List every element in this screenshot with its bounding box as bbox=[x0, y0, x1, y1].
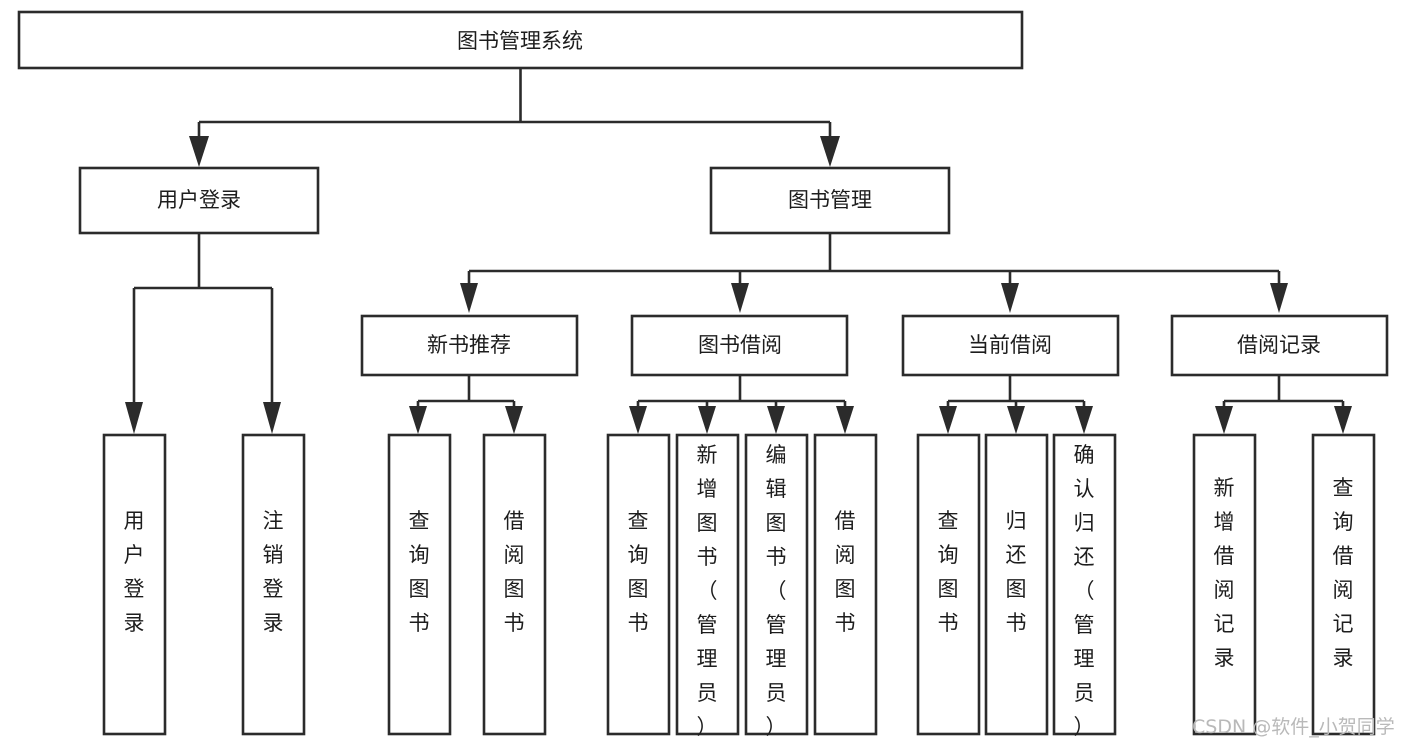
node-root-box[interactable] bbox=[17, 10, 1024, 70]
node-current-borrow[interactable]: 当前借阅 bbox=[901, 314, 1120, 377]
node-leaf-query-book-3-label: 查询图书 bbox=[938, 509, 959, 635]
node-root-label: 图书管理系统 bbox=[457, 29, 583, 53]
node-leaf-confirm-return[interactable]: 确认归还（管理员） bbox=[1052, 433, 1117, 739]
node-leaf-query-book-2-box[interactable] bbox=[606, 433, 671, 736]
node-user-login[interactable]: 用户登录 bbox=[78, 166, 320, 235]
arrow-head-leaf-query-book-2 bbox=[629, 406, 647, 434]
node-leaf-return-book[interactable]: 归还图书 bbox=[984, 433, 1049, 736]
node-book-management-label: 图书管理 bbox=[788, 188, 872, 212]
node-leaf-user-login-box[interactable] bbox=[102, 433, 167, 736]
node-leaf-query-book-2-label: 查询图书 bbox=[628, 509, 649, 635]
node-leaf-add-record-box[interactable] bbox=[1192, 433, 1257, 736]
arrow-head-new-book-recommend bbox=[460, 283, 478, 313]
arrow-head-leaf-borrow-book-2 bbox=[836, 406, 854, 434]
node-new-book-recommend[interactable]: 新书推荐 bbox=[360, 314, 579, 377]
arrow-head-leaf-query-book-1 bbox=[409, 406, 427, 434]
node-leaf-query-record[interactable]: 查询借阅记录 bbox=[1311, 433, 1376, 736]
node-leaf-query-record-label: 查询借阅记录 bbox=[1333, 476, 1354, 670]
node-leaf-borrow-book-1[interactable]: 借阅图书 bbox=[482, 433, 547, 736]
node-root[interactable]: 图书管理系统 bbox=[17, 10, 1024, 70]
node-leaf-query-book-1[interactable]: 查询图书 bbox=[387, 433, 452, 736]
arrow-head-borrow-record bbox=[1270, 283, 1288, 313]
node-borrow-record-box[interactable] bbox=[1170, 314, 1389, 377]
arrow-head-leaf-add-record bbox=[1215, 406, 1233, 434]
node-leaf-query-book-3[interactable]: 查询图书 bbox=[916, 433, 981, 736]
arrow-head-book-borrow bbox=[731, 283, 749, 313]
node-leaf-borrow-book-1-label: 借阅图书 bbox=[504, 509, 525, 635]
arrow-head-userlogin bbox=[189, 136, 209, 167]
node-leaf-edit-book-box[interactable] bbox=[744, 433, 809, 736]
node-leaf-borrow-book-2-label: 借阅图书 bbox=[835, 509, 856, 635]
watermark-label: CSDN @软件_小贺同学 bbox=[1192, 716, 1395, 738]
node-leaf-query-book-1-label: 查询图书 bbox=[409, 509, 430, 635]
node-leaf-add-book[interactable]: 新增图书（管理员） bbox=[675, 433, 740, 739]
node-leaf-logout-login[interactable]: 注销登录 bbox=[241, 433, 306, 736]
node-leaf-query-record-box[interactable] bbox=[1311, 433, 1376, 736]
node-leaf-add-record[interactable]: 新增借阅记录 bbox=[1192, 433, 1257, 736]
node-leaf-logout-login-label: 注销登录 bbox=[263, 509, 284, 635]
node-leaf-add-book-box[interactable] bbox=[675, 433, 740, 736]
node-new-book-recommend-label: 新书推荐 bbox=[427, 333, 511, 357]
node-new-book-recommend-box[interactable] bbox=[360, 314, 579, 377]
node-book-borrow-label: 图书借阅 bbox=[698, 333, 782, 357]
arrow-head-leaf-query-book-3 bbox=[939, 406, 957, 434]
node-leaf-query-book-3-box[interactable] bbox=[916, 433, 981, 736]
arrow-head-leaf-edit-book bbox=[767, 406, 785, 434]
node-leaf-query-book-2[interactable]: 查询图书 bbox=[606, 433, 671, 736]
node-leaf-return-book-label: 归还图书 bbox=[1006, 509, 1027, 635]
node-borrow-record[interactable]: 借阅记录 bbox=[1170, 314, 1389, 377]
node-book-management[interactable]: 图书管理 bbox=[709, 166, 951, 235]
node-book-borrow[interactable]: 图书借阅 bbox=[630, 314, 849, 377]
node-leaf-user-login[interactable]: 用户登录 bbox=[102, 433, 167, 736]
node-leaf-return-book-box[interactable] bbox=[984, 433, 1049, 736]
node-leaf-logout-login-box[interactable] bbox=[241, 433, 306, 736]
node-leaf-query-book-1-box[interactable] bbox=[387, 433, 452, 736]
arrow-head-leaf-return-book bbox=[1007, 406, 1025, 434]
node-leaf-confirm-return-label: 确认归还（管理员） bbox=[1074, 443, 1095, 739]
node-leaf-edit-book[interactable]: 编辑图书（管理员） bbox=[744, 433, 809, 739]
arrow-head-leaf-borrow-book-1 bbox=[505, 406, 523, 434]
node-borrow-record-label: 借阅记录 bbox=[1237, 333, 1321, 357]
node-leaf-confirm-return-box[interactable] bbox=[1052, 433, 1117, 736]
node-leaf-user-login-label: 用户登录 bbox=[124, 509, 145, 635]
arrow-head-leaf-logout-login bbox=[263, 402, 281, 434]
node-leaf-add-record-label: 新增借阅记录 bbox=[1214, 476, 1235, 670]
node-leaf-add-book-label: 新增图书（管理员） bbox=[697, 443, 718, 739]
node-leaf-borrow-book-2[interactable]: 借阅图书 bbox=[813, 433, 878, 736]
node-user-login-box[interactable] bbox=[78, 166, 320, 235]
node-leaf-edit-book-label: 编辑图书（管理员） bbox=[766, 443, 787, 739]
node-book-management-box[interactable] bbox=[709, 166, 951, 235]
arrow-head-bookmgmt bbox=[820, 136, 840, 167]
node-user-login-label: 用户登录 bbox=[157, 188, 241, 212]
arrow-head-leaf-add-book bbox=[698, 406, 716, 434]
arrow-head-leaf-confirm-return bbox=[1075, 406, 1093, 434]
arrow-head-leaf-query-record bbox=[1334, 406, 1352, 434]
connector-group bbox=[125, 68, 1352, 434]
node-current-borrow-box[interactable] bbox=[901, 314, 1120, 377]
arrow-head-current-borrow bbox=[1001, 283, 1019, 313]
node-current-borrow-label: 当前借阅 bbox=[968, 333, 1052, 357]
node-leaf-borrow-book-2-box[interactable] bbox=[813, 433, 878, 736]
arrow-head-leaf-user-login bbox=[125, 402, 143, 434]
node-leaf-borrow-book-1-box[interactable] bbox=[482, 433, 547, 736]
node-book-borrow-box[interactable] bbox=[630, 314, 849, 377]
